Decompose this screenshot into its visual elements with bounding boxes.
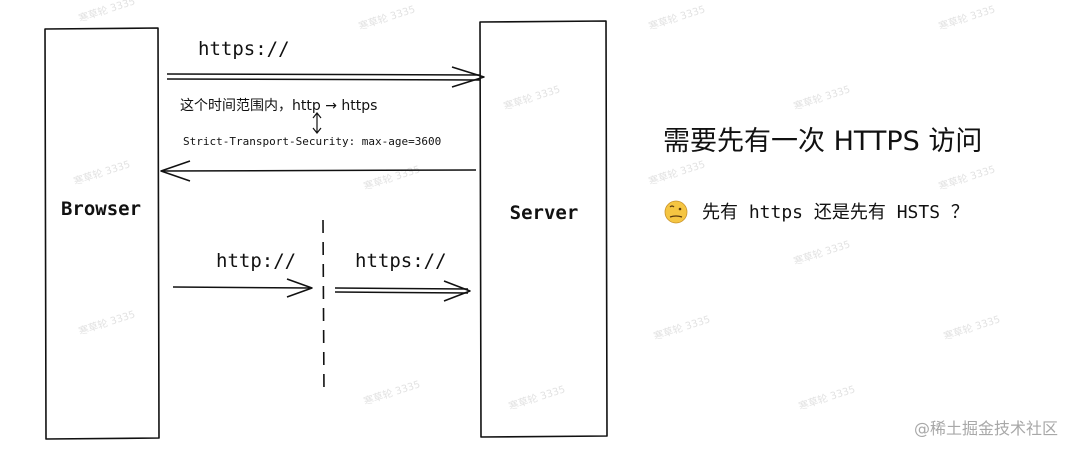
bg-watermark: 寒草轮 3335 bbox=[937, 162, 997, 192]
bg-watermark: 寒草轮 3335 bbox=[647, 157, 707, 187]
bottom-http-label: http:// bbox=[216, 250, 296, 272]
double-arrow-icon bbox=[312, 112, 322, 134]
bottom-http-arrow: http:// bbox=[172, 250, 313, 298]
hsts-note: 这个时间范围内，http → https bbox=[180, 97, 377, 114]
bg-watermark: 寒草轮 3335 bbox=[507, 382, 567, 412]
server-label: Server bbox=[510, 202, 579, 224]
bottom-https-label: https:// bbox=[355, 250, 447, 272]
server-box: Server bbox=[479, 20, 608, 438]
top-request-arrow: https:// bbox=[166, 38, 485, 88]
bg-watermark: 寒草轮 3335 bbox=[362, 162, 422, 192]
bg-watermark: 寒草轮 3335 bbox=[362, 377, 422, 407]
divider-dashed-line bbox=[322, 219, 325, 396]
bg-watermark: 寒草轮 3335 bbox=[72, 157, 132, 187]
browser-label: Browser bbox=[61, 198, 141, 220]
bg-watermark: 寒草轮 3335 bbox=[502, 82, 562, 112]
site-watermark: @稀土掘金技术社区 bbox=[914, 419, 1058, 438]
bg-watermark: 寒草轮 3335 bbox=[792, 237, 852, 267]
bg-watermark: 寒草轮 3335 bbox=[357, 2, 417, 32]
bg-watermark: 寒草轮 3335 bbox=[77, 0, 137, 25]
bg-watermark: 寒草轮 3335 bbox=[652, 312, 712, 342]
bg-watermark: 寒草轮 3335 bbox=[792, 82, 852, 112]
response-arrow bbox=[160, 160, 477, 182]
bg-watermark: 寒草轮 3335 bbox=[647, 2, 707, 32]
side-heading: 需要先有一次 HTTPS 访问 bbox=[663, 126, 982, 157]
bg-watermark: 寒草轮 3335 bbox=[797, 382, 857, 412]
thinking-emoji-icon bbox=[664, 200, 688, 224]
side-question: 先有 https 还是先有 HSTS ？ bbox=[702, 202, 969, 223]
browser-box: Browser bbox=[44, 27, 160, 440]
hsts-header: Strict-Transport-Security: max-age=3600 bbox=[183, 135, 441, 148]
top-request-label: https:// bbox=[198, 38, 290, 60]
bg-watermark: 寒草轮 3335 bbox=[77, 307, 137, 337]
bg-watermark: 寒草轮 3335 bbox=[937, 2, 997, 32]
bottom-https-arrow: https:// bbox=[334, 250, 471, 302]
bg-watermark: 寒草轮 3335 bbox=[942, 312, 1002, 342]
